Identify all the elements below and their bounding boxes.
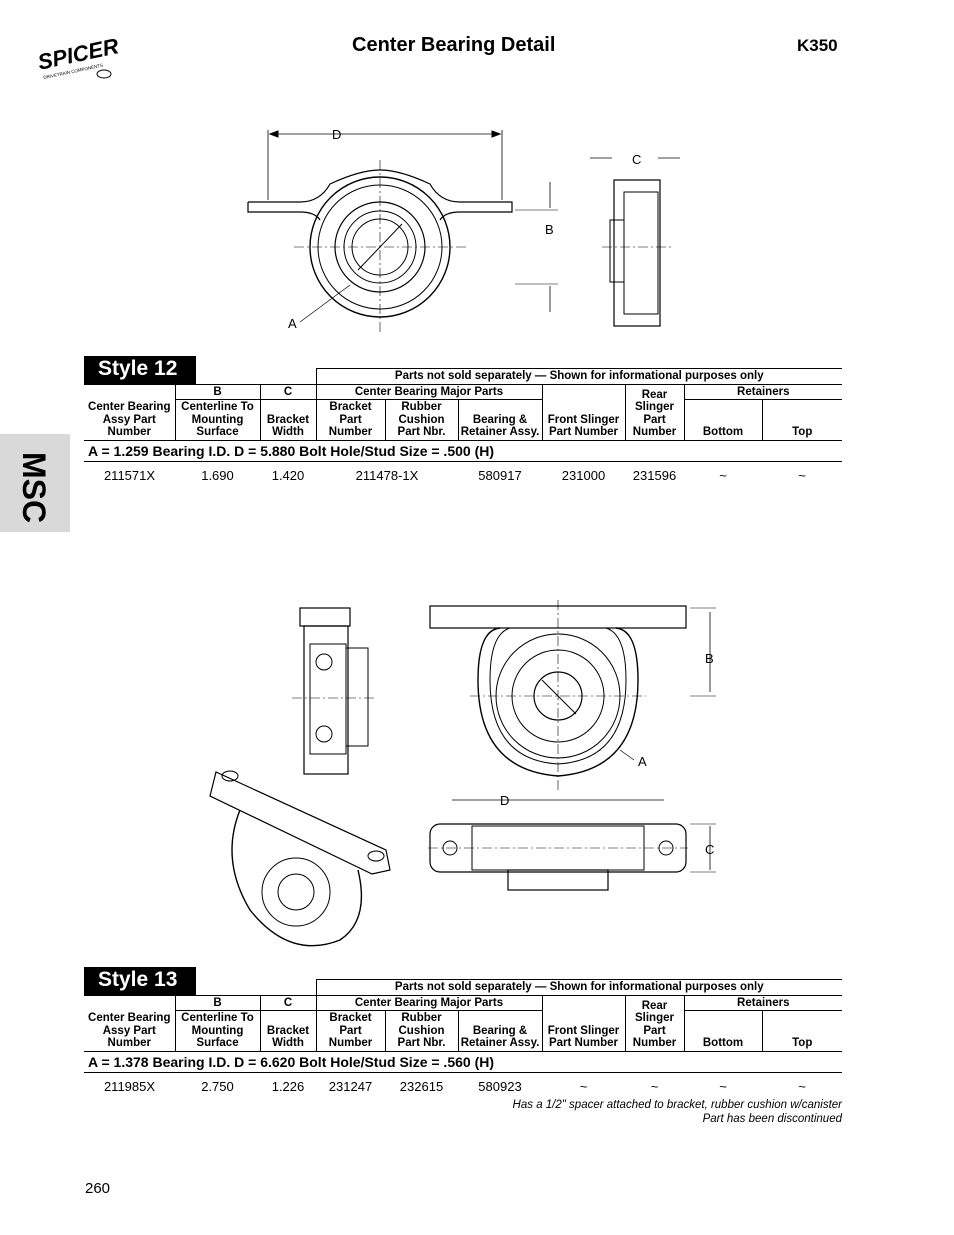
col-bearing-retainer: Bearing & Retainer Assy. (457, 1010, 542, 1051)
col-major-parts: Center Bearing Major Parts (315, 995, 542, 1011)
page-title: Center Bearing Detail (352, 34, 556, 56)
col-assy: Center Bearing Assy Part Number (84, 383, 175, 440)
col-bracket-width: Bracket Width (259, 1010, 316, 1051)
col-front-slinger: Front Slinger Part Number (541, 384, 625, 440)
col-c: C (259, 383, 316, 400)
col-rubber: Rubber Cushion Part Nbr. (384, 399, 458, 440)
col-bearing-retainer: Bearing & Retainer Assy. (457, 399, 542, 440)
style13-table: Parts not sold separately — Shown for in… (84, 979, 843, 1096)
col-assy: Center Bearing Assy Part Number (84, 994, 175, 1051)
col-rubber: Rubber Cushion Part Nbr. (384, 1010, 458, 1051)
col-bracket-width: Bracket Width (259, 399, 316, 440)
col-major-parts: Center Bearing Major Parts (315, 384, 542, 400)
dim-d-label: D (332, 127, 341, 142)
table-row: 211985X 2.750 1.226 231247 232615 580923… (103, 1078, 806, 1094)
catalog-code: K350 (797, 36, 838, 55)
style13-info: A = 1.378 Bearing I.D. D = 6.620 Bolt Ho… (84, 1050, 843, 1073)
group-note: Parts not sold separately — Shown for in… (315, 979, 843, 996)
col-b: B (174, 994, 260, 1011)
col-bracket-part: Bracket Part Number (315, 399, 385, 440)
col-front-slinger: Front Slinger Part Number (541, 995, 625, 1051)
note-spacer: Has a 1/2" spacer attached to bracket, r… (512, 1099, 842, 1111)
style12-table: Parts not sold separately — Shown for in… (84, 368, 843, 485)
col-c: C (259, 994, 316, 1011)
col-top: Top (761, 1010, 843, 1051)
style12-diagram: D A B C (247, 127, 680, 334)
table-row: 211571X 1.690 1.420 211478-1X 580917 231… (103, 467, 806, 483)
col-bottom: Bottom (683, 1010, 762, 1051)
note-discontinued: Part has been discontinued (702, 1113, 842, 1125)
dim-b-label: B (545, 222, 554, 237)
dim-a-label: A (288, 316, 297, 331)
group-note: Parts not sold separately — Shown for in… (315, 368, 843, 385)
section-tab: MSC (0, 434, 70, 532)
col-top: Top (761, 399, 843, 440)
dim-c-label-13: C (705, 842, 714, 857)
style12-label: Style 12 (84, 356, 196, 384)
dim-d-label-13: D (500, 793, 509, 808)
col-b: B (174, 383, 260, 400)
dim-a-label-13: A (638, 754, 647, 769)
col-rear-slinger: Rear Slinger Part Number (624, 995, 684, 1051)
col-retainers: Retainers (683, 384, 843, 400)
col-centerline: Centerline To Mounting Surface (174, 1010, 260, 1051)
spicer-logo: SPICER DRIVETRAIN COMPONENTS (36, 33, 121, 82)
page-number: 260 (85, 1180, 111, 1197)
style13-label: Style 13 (84, 967, 196, 995)
style13-diagram: B A D C (209, 600, 716, 947)
col-rear-slinger: Rear Slinger Part Number (624, 384, 684, 440)
dim-b-label-13: B (705, 651, 714, 666)
style12-info: A = 1.259 Bearing I.D. D = 5.880 Bolt Ho… (84, 439, 843, 462)
col-retainers: Retainers (683, 995, 843, 1011)
col-bottom: Bottom (683, 399, 762, 440)
dim-c-label: C (632, 152, 641, 167)
col-centerline: Centerline To Mounting Surface (174, 399, 260, 440)
col-bracket-part: Bracket Part Number (315, 1010, 385, 1051)
section-tab-label: MSC (16, 452, 52, 524)
